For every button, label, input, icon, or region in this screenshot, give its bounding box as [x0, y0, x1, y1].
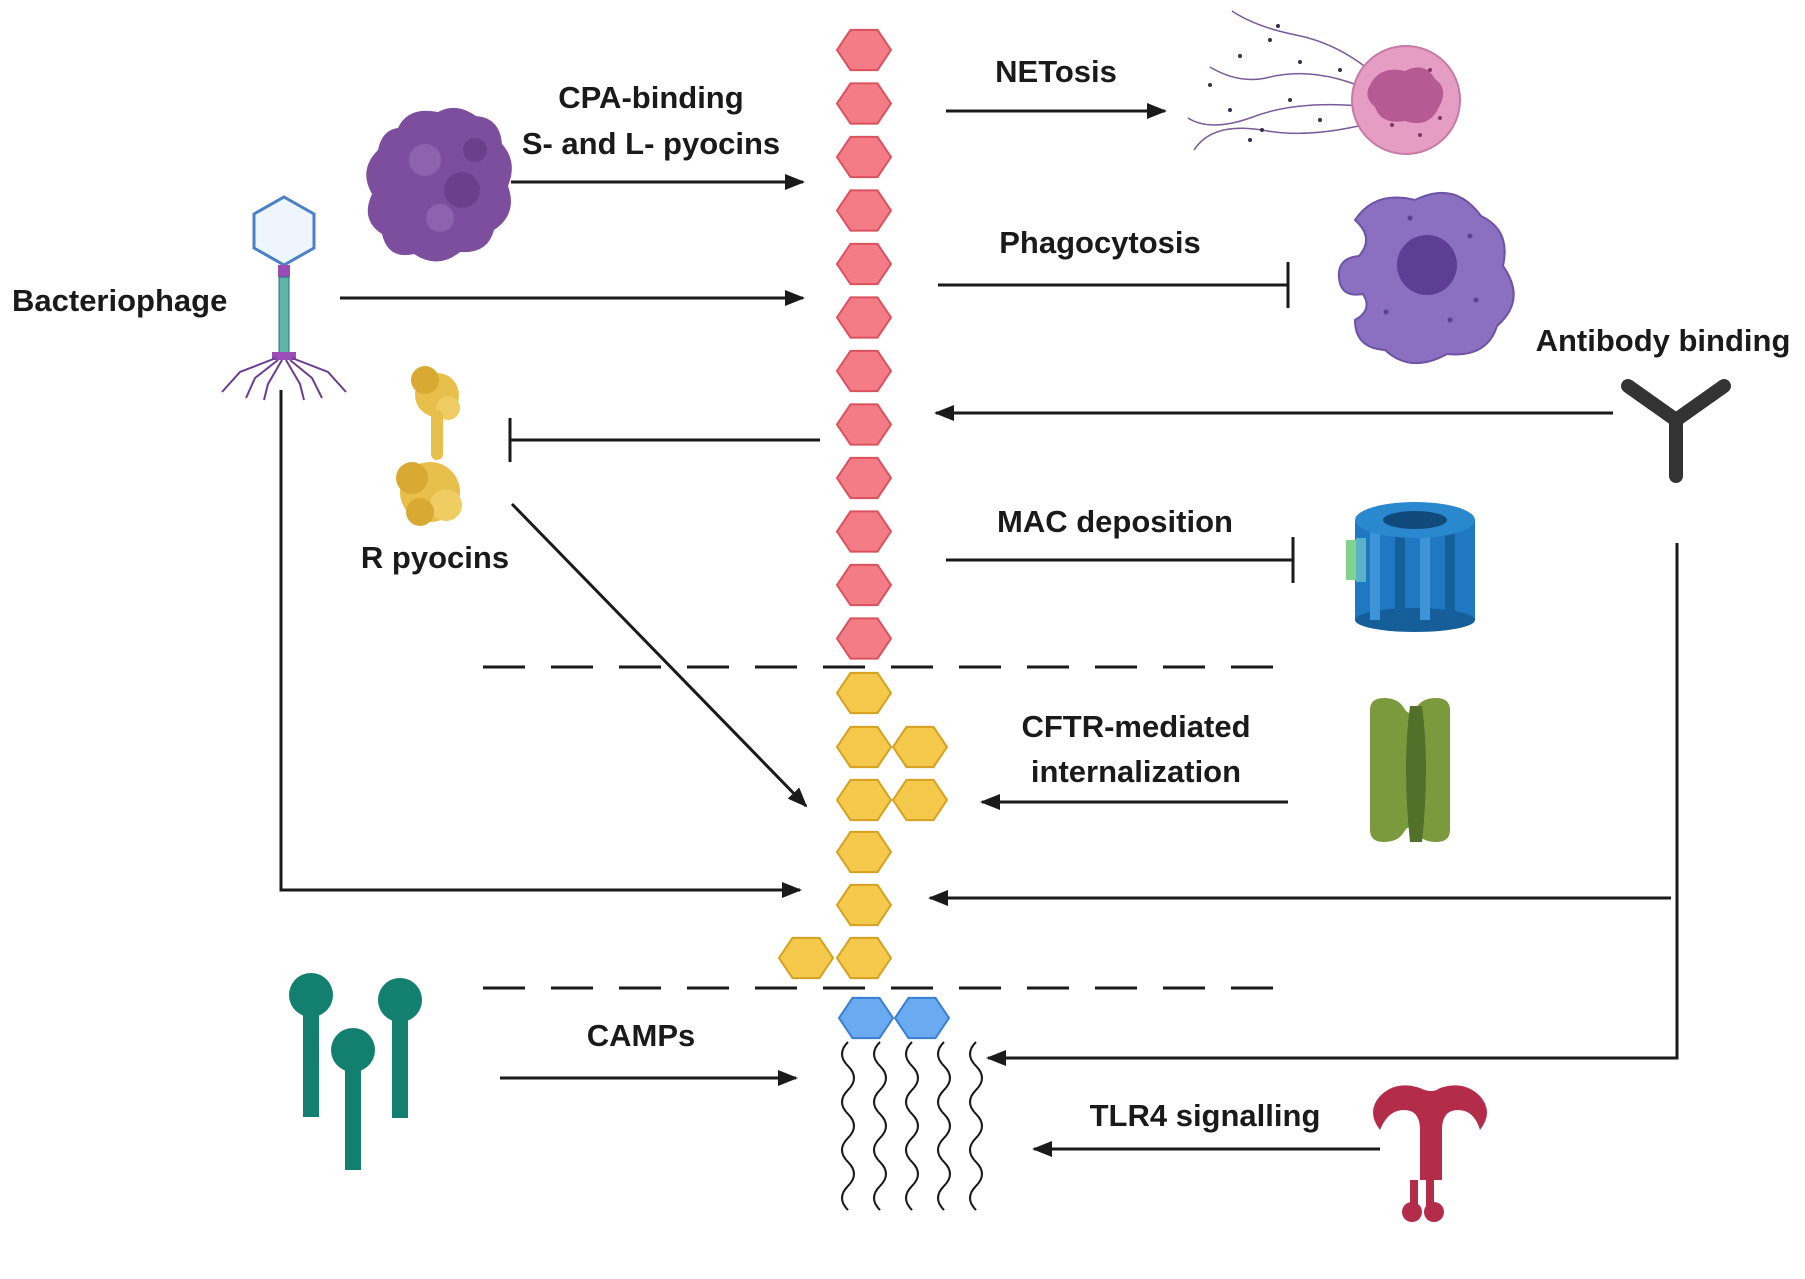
core-sugar-unit [835, 830, 893, 874]
label-cftr-line1: CFTR-mediated [1021, 709, 1250, 744]
lipid-a-headgroups [837, 996, 951, 1040]
o-antigen-unit [835, 242, 893, 286]
lipid-a-tails [841, 1041, 983, 1211]
tlr4-receptor-icon [1373, 1085, 1487, 1222]
core-sugar-unit [835, 778, 893, 822]
label-antibody-binding: Antibody binding [1536, 323, 1791, 358]
o-antigen-unit [835, 135, 893, 179]
inhibit-mac-deposition [946, 537, 1295, 583]
sl-pyocin-icon [366, 107, 512, 262]
label-phagocytosis: Phagocytosis [999, 225, 1201, 260]
inhibit-r-pyocins [508, 418, 820, 462]
cftr-channel-icon [1370, 698, 1450, 842]
label-camps: CAMPs [587, 1018, 696, 1053]
neutrophil-icon [1187, 10, 1461, 155]
label-cpa-binding-line2: S- and L- pyocins [522, 126, 780, 161]
o-antigen-unit [835, 349, 893, 393]
core-sugar-unit [777, 936, 835, 980]
label-r-pyocins: R pyocins [361, 540, 509, 575]
o-antigen-unit [835, 403, 893, 446]
core-oligosaccharide [777, 671, 949, 980]
camp-peptides-icon [289, 973, 422, 1170]
o-antigen-unit [835, 296, 893, 339]
label-cpa-binding-line1: CPA-binding [558, 80, 743, 115]
lipid-a-headgroup [837, 996, 895, 1040]
core-sugar-unit [835, 725, 893, 769]
r-pyocin-icon [396, 366, 462, 526]
label-tlr4-signalling: TLR4 signalling [1090, 1098, 1321, 1133]
o-antigen-unit [835, 456, 893, 500]
bacteriophage-icon [221, 195, 347, 401]
antibody-icon [1616, 379, 1736, 483]
mac-pore-icon [1346, 502, 1475, 632]
label-mac-deposition: MAC deposition [997, 504, 1233, 539]
label-netosis: NETosis [995, 54, 1117, 89]
o-antigen-unit [835, 563, 893, 607]
o-antigen-unit [835, 617, 893, 660]
lipid-a-headgroup [893, 996, 951, 1040]
arrow-phage-core [279, 390, 802, 898]
o-antigen-unit [835, 510, 893, 553]
inhibit-phagocytosis [938, 262, 1290, 308]
core-sugar-unit [891, 725, 949, 769]
core-sugar-unit [835, 883, 893, 927]
label-bacteriophage: Bacteriophage [12, 283, 227, 318]
o-antigen-unit [835, 82, 893, 125]
arrow-antibody-lipida [986, 543, 1679, 1066]
macrophage-icon [1337, 191, 1515, 365]
arrow-r-pyocins-core [510, 502, 808, 808]
o-antigen-unit [835, 189, 893, 232]
core-sugar-unit [835, 936, 893, 980]
o-antigen-chain [835, 28, 893, 660]
o-antigen-unit [835, 28, 893, 72]
core-sugar-unit [835, 671, 893, 715]
core-sugar-unit [891, 778, 949, 822]
label-cftr-line2: internalization [1031, 754, 1241, 789]
